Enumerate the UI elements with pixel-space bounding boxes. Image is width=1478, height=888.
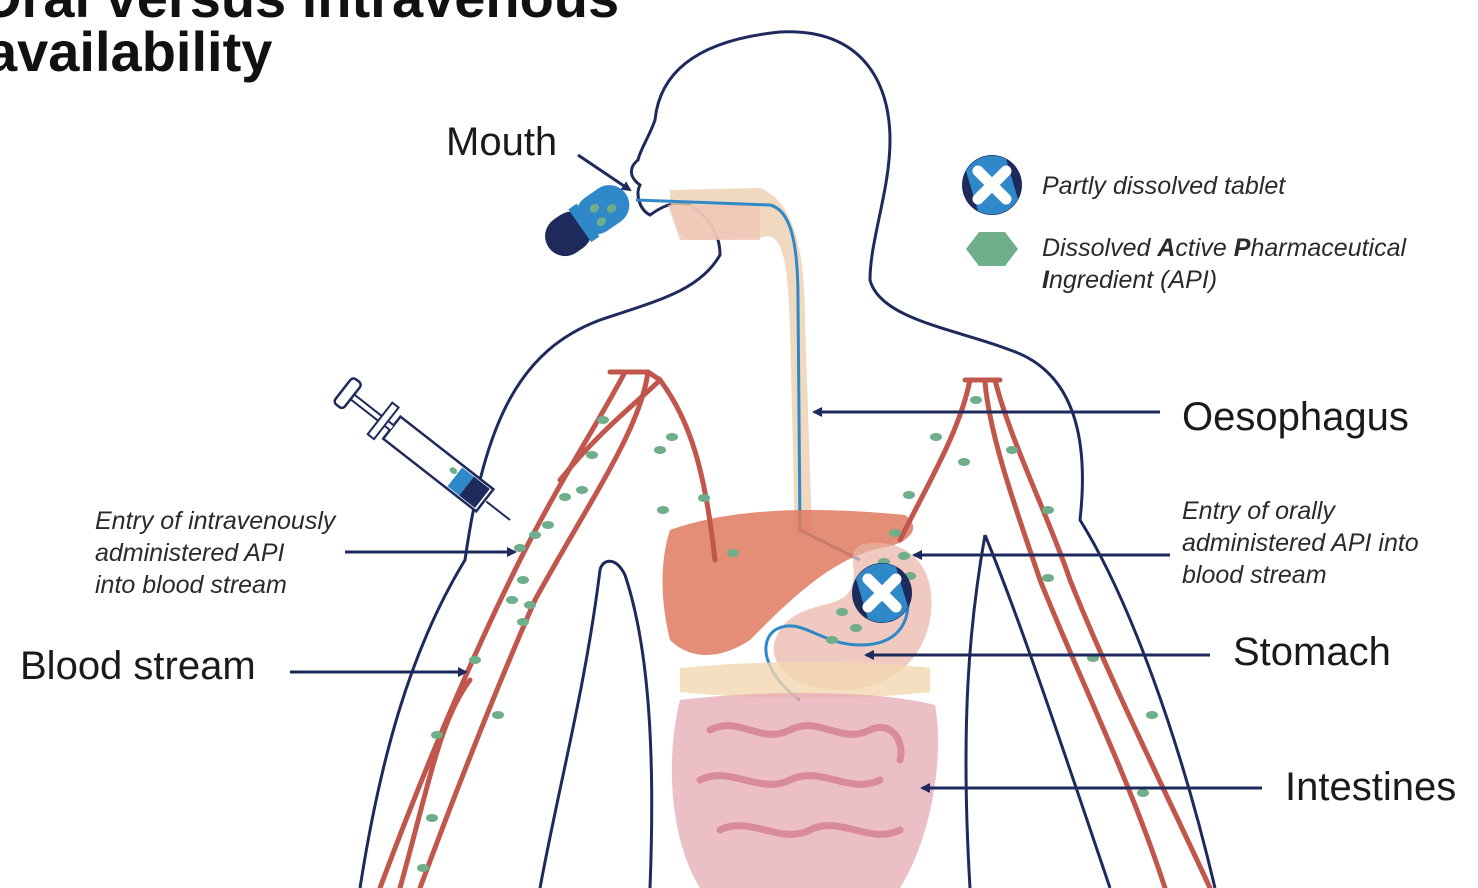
veins-right bbox=[900, 380, 1210, 888]
pancreas-band bbox=[680, 662, 930, 698]
capsule-icon bbox=[537, 177, 637, 264]
legend-tablet-label: Partly dissolved tablet bbox=[1042, 170, 1285, 202]
label-stomach: Stomach bbox=[1233, 632, 1391, 672]
label-mouth: Mouth bbox=[446, 122, 557, 162]
intestines bbox=[672, 693, 938, 888]
arrow-mouth bbox=[578, 155, 630, 190]
throat-shape bbox=[668, 205, 760, 240]
torso-right-outline bbox=[966, 535, 1110, 888]
label-oesophagus: Oesophagus bbox=[1182, 397, 1409, 437]
stomach-tablet-icon bbox=[852, 563, 912, 623]
syringe-icon bbox=[331, 374, 523, 536]
legend-tablet-icon bbox=[962, 155, 1022, 215]
label-iv-entry: Entry of intravenously administered API … bbox=[95, 505, 335, 601]
torso-left-outline bbox=[540, 561, 652, 888]
label-blood-stream: Blood stream bbox=[20, 646, 256, 686]
label-oral-entry: Entry of orally administered API into bl… bbox=[1182, 495, 1419, 591]
legend-hexagon-icon bbox=[966, 232, 1018, 266]
oesophagus-tube bbox=[636, 200, 860, 560]
oesophagus-shape bbox=[670, 188, 812, 535]
label-intestines: Intestines bbox=[1285, 767, 1456, 807]
